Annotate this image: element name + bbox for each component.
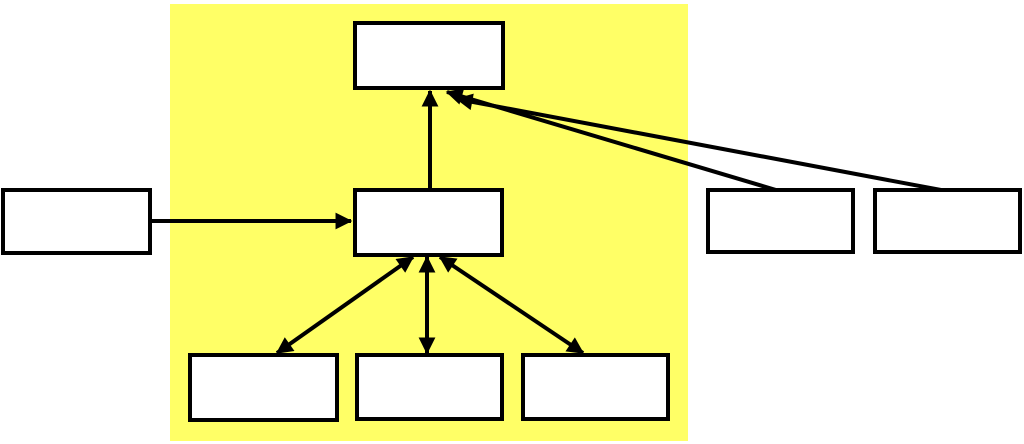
diagram-node-left bbox=[1, 188, 152, 255]
diagram-edge-right-2-top bbox=[455, 93, 942, 192]
diagram-node-bottom-right bbox=[521, 353, 670, 421]
diagram-node-right-2 bbox=[873, 188, 1022, 254]
diagram-node-center bbox=[353, 188, 504, 257]
diagram-node-top bbox=[353, 21, 505, 90]
diagram-node-bottom-left bbox=[188, 353, 339, 422]
nodes-layer bbox=[1, 21, 1022, 422]
edges-layer bbox=[150, 88, 942, 355]
diagram-node-right-1 bbox=[706, 188, 855, 254]
diagram-edge-center-bottom-right bbox=[438, 255, 585, 355]
diagram-edge-center-bottom-left bbox=[275, 255, 415, 355]
diagram-node-bottom-center bbox=[355, 353, 504, 421]
